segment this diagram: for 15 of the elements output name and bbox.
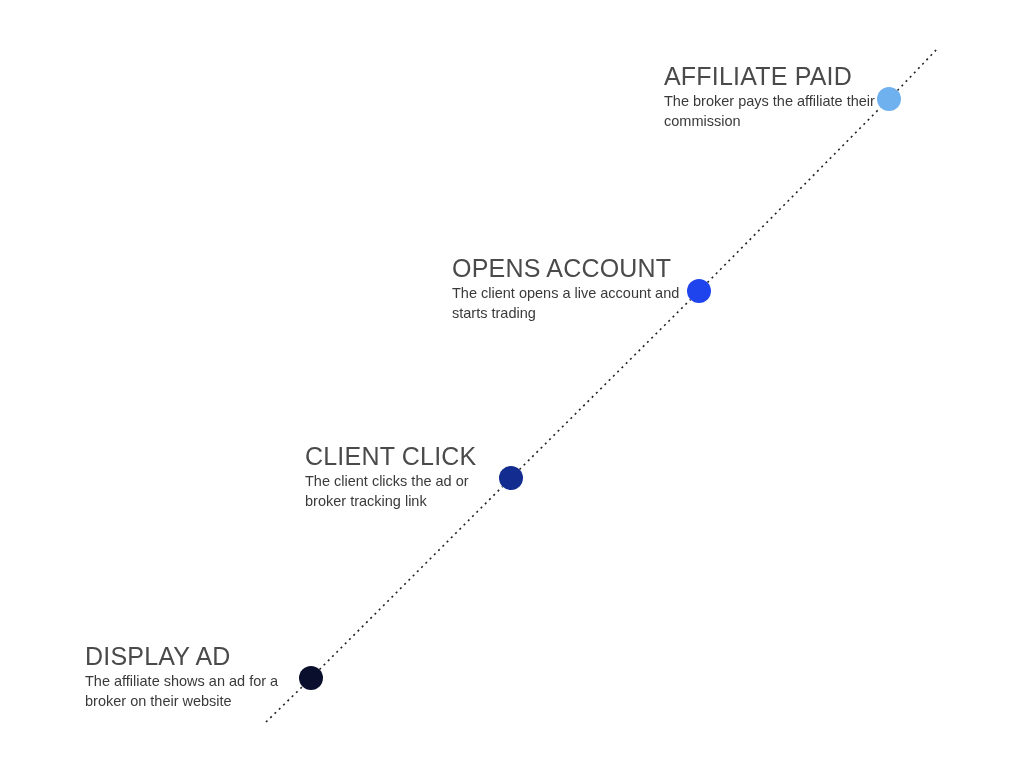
- dotted-connector: [265, 685, 304, 723]
- step-description: The affiliate shows an ad for a broker on their website: [85, 672, 280, 711]
- step-description: The broker pays the affiliate their commission: [664, 92, 876, 131]
- dotted-connector: [896, 47, 939, 92]
- step-heading: AFFILIATE PAID: [664, 61, 854, 91]
- milestone-dot: [687, 279, 711, 303]
- step-description: The client clicks the ad or broker tracking link: [305, 472, 470, 511]
- step-heading: DISPLAY AD: [85, 641, 232, 671]
- step-heading: CLIENT CLICK: [305, 441, 478, 471]
- milestone-dot: [299, 666, 323, 690]
- dotted-connector: [518, 298, 692, 471]
- milestone-dot: [499, 466, 523, 490]
- milestone-dot: [877, 87, 901, 111]
- step-heading: OPENS ACCOUNT: [452, 253, 673, 283]
- step-description: The client opens a live account and starts trading: [452, 284, 681, 323]
